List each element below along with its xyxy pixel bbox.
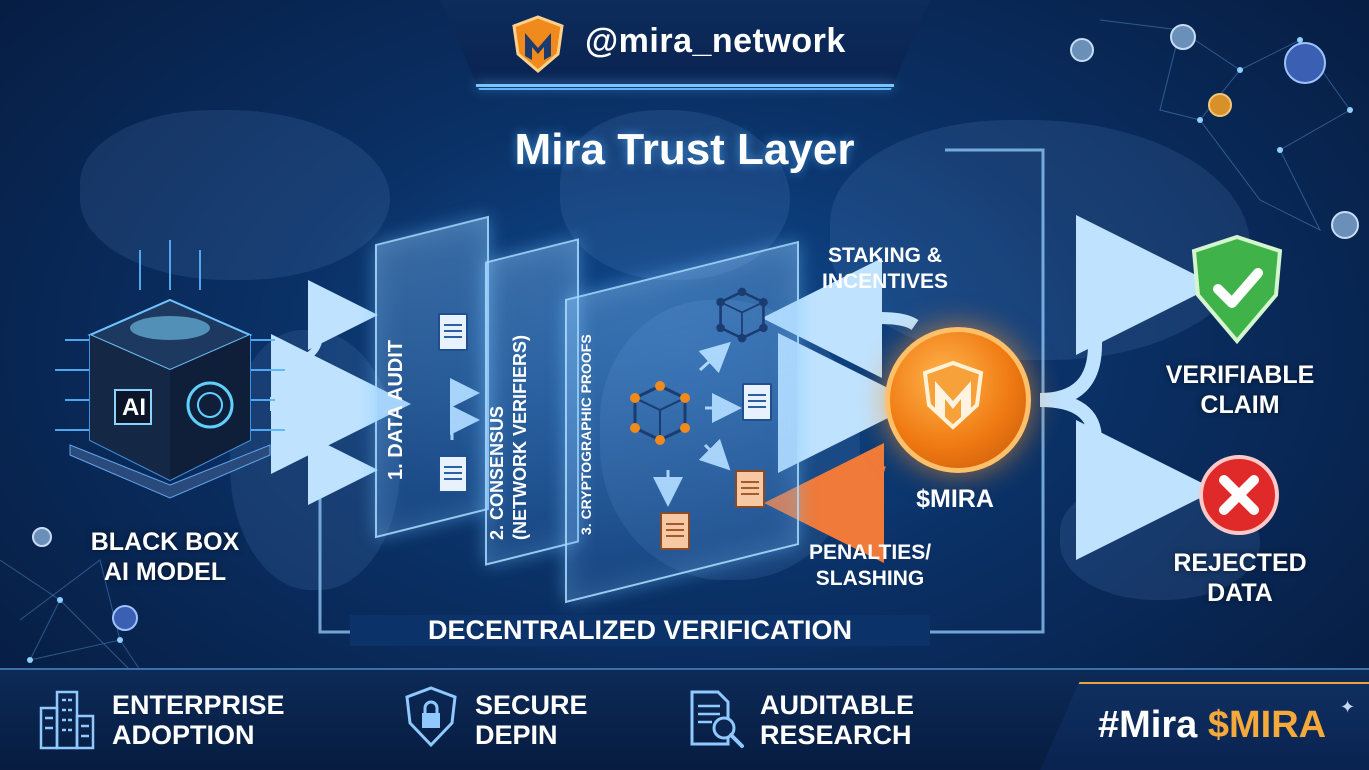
enterprise-line1: ENTERPRISE <box>112 690 285 720</box>
black-box-label: BLACK BOX AI MODEL <box>65 527 265 587</box>
rejected-line1: REJECTED <box>1173 549 1307 577</box>
black-box-line1: BLACK BOX <box>90 528 240 556</box>
stage-2-line2: (NETWORK VERIFIERS) <box>510 335 530 540</box>
sparkle-icon: ✦ <box>1340 697 1356 717</box>
network-cube-icon <box>630 381 690 445</box>
research-line1: AUDITABLE <box>760 690 914 720</box>
map-europe <box>560 110 790 280</box>
stage-1-label: 1. DATA AUDIT <box>385 340 407 480</box>
document-search-icon <box>690 690 744 748</box>
document-orange-icon <box>735 470 765 508</box>
document-orange-icon <box>660 512 690 550</box>
mira-coin-logo-icon <box>922 360 984 430</box>
verifiable-line2: CLAIM <box>1200 391 1280 419</box>
page-title: Mira Trust Layer <box>514 125 855 174</box>
token-label: $MIRA <box>916 485 994 513</box>
rejected-line2: DATA <box>1207 579 1273 607</box>
ai-chip-text: AI <box>122 394 146 421</box>
network-cube-icon <box>716 287 768 343</box>
footer-item-enterprise: ENTERPRISE ADOPTION <box>112 690 285 750</box>
black-box-line2: AI MODEL <box>103 558 227 586</box>
rejected-x-icon <box>1199 455 1279 535</box>
stage-3-label: 3. CRYPTOGRAPHIC PROOFS <box>578 334 594 536</box>
mira-logo-icon <box>512 15 564 73</box>
decentralized-verification-label: DECENTRALIZED VERIFICATION <box>350 615 930 646</box>
map-north-america <box>80 110 390 280</box>
penalty-line2: SLASHING <box>815 567 925 590</box>
hashtag-mira: #Mira <box>1098 704 1198 746</box>
enterprise-line2: ADOPTION <box>112 720 255 750</box>
penalty-line1: PENALTIES/ <box>808 541 932 564</box>
rejected-label: REJECTED DATA <box>1145 548 1335 608</box>
verified-shield-icon <box>1191 234 1283 345</box>
document-icon <box>438 313 468 351</box>
header-glow <box>476 84 894 87</box>
depin-line2: DEPIN <box>475 720 558 750</box>
mira-token-coin <box>885 327 1031 473</box>
document-icon <box>438 455 468 493</box>
research-line2: RESEARCH <box>760 720 912 750</box>
staking-label: STAKING & INCENTIVES <box>800 243 970 295</box>
stage-2-line1: 2. CONSENSUS <box>487 405 507 540</box>
hashtag-ticker: $MIRA <box>1207 704 1327 746</box>
hashtag[interactable]: #Mira $MIRA <box>1098 704 1326 747</box>
stage-2-label: (NETWORK VERIFIERS) 2. CONSENSUS <box>487 320 531 540</box>
hashtag-panel <box>1040 682 1369 770</box>
footer-item-depin: SECURE DEPIN <box>475 690 588 750</box>
document-icon <box>742 383 772 421</box>
staking-line1: STAKING & <box>828 244 942 267</box>
footer-item-research: AUDITABLE RESEARCH <box>760 690 914 750</box>
verifiable-label: VERIFIABLE CLAIM <box>1145 360 1335 420</box>
penalty-label: PENALTIES/ SLASHING <box>785 540 955 592</box>
building-icon <box>39 690 95 750</box>
verifiable-line1: VERIFIABLE <box>1165 361 1315 389</box>
depin-line1: SECURE <box>475 690 588 720</box>
mira-handle[interactable]: @mira_network <box>585 22 846 60</box>
shield-lock-icon <box>405 686 457 748</box>
staking-line2: INCENTIVES <box>821 270 949 293</box>
ai-chip-icon <box>55 240 285 499</box>
